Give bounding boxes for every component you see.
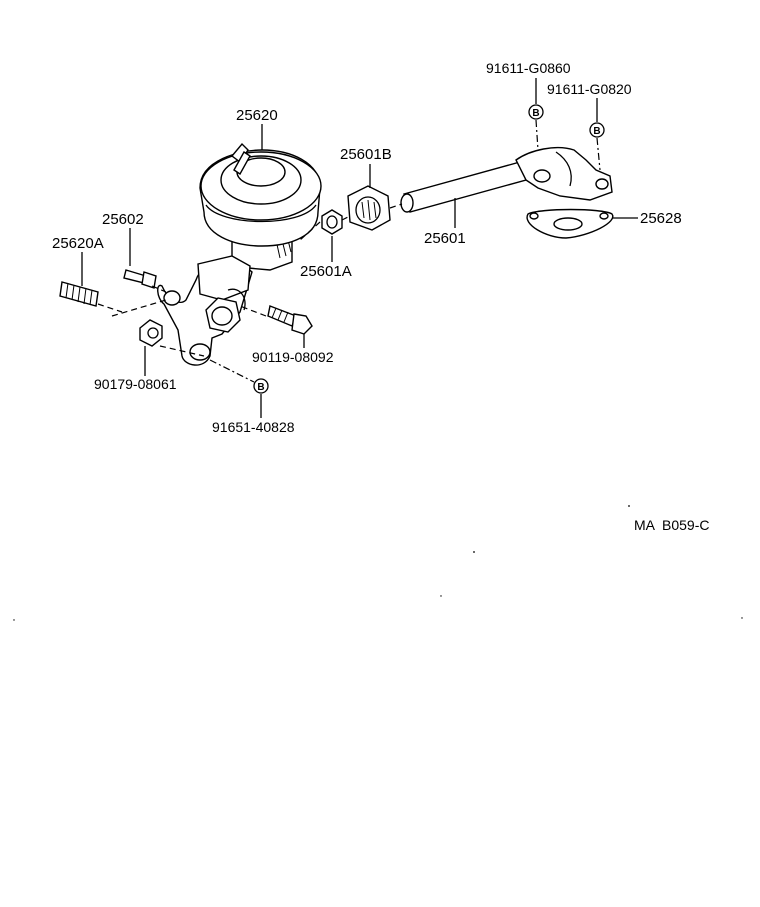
egr-valve-25620 bbox=[199, 142, 322, 271]
figure-code: MA B059-C bbox=[634, 517, 709, 533]
bolt-90119-08092 bbox=[267, 305, 313, 335]
label-91611-G0860: 91611-G0860 bbox=[486, 60, 571, 76]
label-90179-08061: 90179-08061 bbox=[94, 376, 177, 392]
nut-90179-08061 bbox=[139, 319, 163, 347]
label-25620: 25620 bbox=[236, 107, 278, 124]
svg-text:B: B bbox=[532, 108, 539, 119]
egr-pipe-fitting bbox=[157, 255, 253, 366]
bolt-25602 bbox=[123, 269, 157, 289]
label-91651-40828: 91651-40828 bbox=[212, 419, 295, 435]
label-25601B: 25601B bbox=[340, 146, 392, 163]
label-25601: 25601 bbox=[424, 230, 466, 247]
scan-specks bbox=[13, 505, 743, 621]
label-25601A: 25601A bbox=[300, 263, 352, 280]
nut-25601B bbox=[347, 185, 391, 231]
stud-25620A bbox=[59, 281, 99, 307]
label-91611-G0820: 91611-G0820 bbox=[547, 81, 632, 97]
label-25628: 25628 bbox=[640, 210, 682, 227]
svg-text:B: B bbox=[257, 382, 264, 393]
label-25602: 25602 bbox=[102, 211, 144, 228]
assembly-dash-lines bbox=[97, 119, 601, 383]
gasket-25628 bbox=[526, 208, 614, 239]
part-labels: 25620 25601B 25602 25620A 25601A 25601 2… bbox=[52, 60, 709, 533]
pipe-25601 bbox=[400, 146, 613, 213]
bolt-mark-top-right: B bbox=[589, 122, 605, 138]
leader-lines bbox=[81, 78, 638, 418]
bolt-mark-bottom: B bbox=[253, 378, 269, 394]
svg-text:B: B bbox=[593, 126, 600, 137]
label-25620A: 25620A bbox=[52, 235, 104, 252]
label-90119-08092: 90119-08092 bbox=[252, 349, 334, 365]
bolt-mark-top-left: B bbox=[528, 104, 544, 120]
nut-25601A bbox=[321, 209, 343, 235]
